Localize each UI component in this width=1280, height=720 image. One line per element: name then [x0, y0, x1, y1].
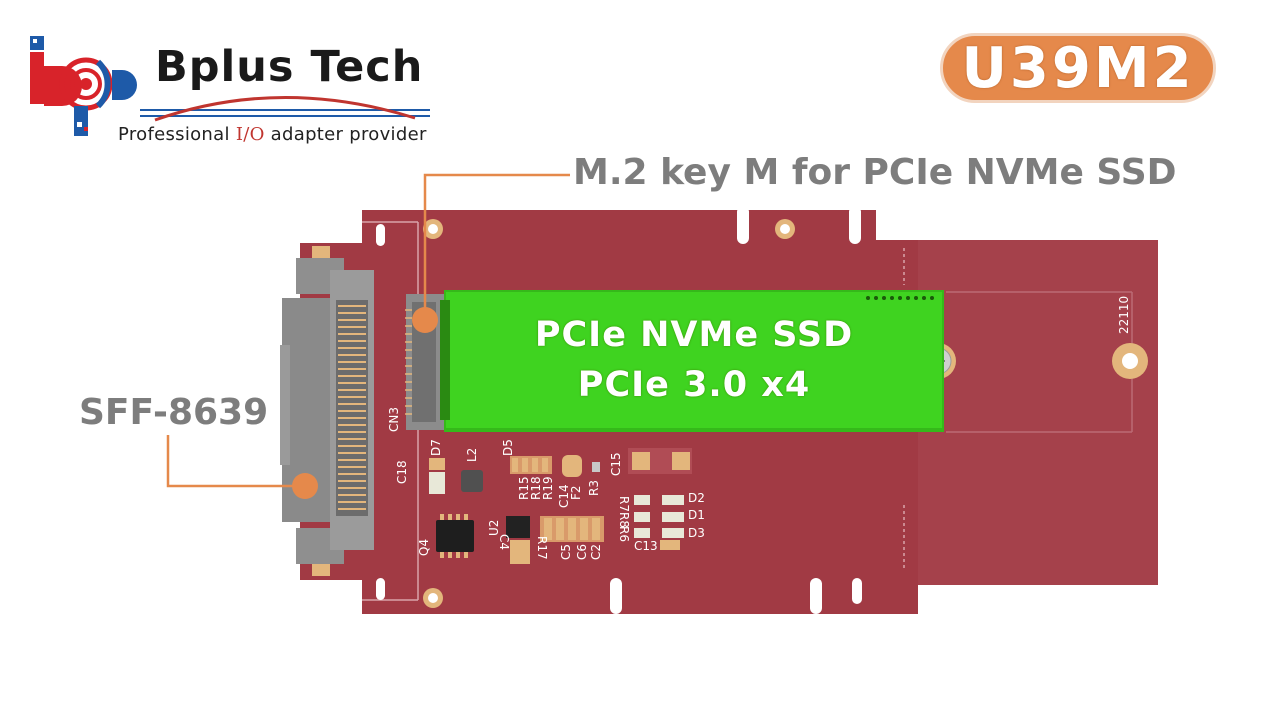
silk-r6: R6 — [617, 526, 631, 542]
callout-dot-sff — [292, 473, 318, 499]
callout-m2-label: M.2 key M for PCIe NVMe SSD — [573, 152, 1177, 193]
model-badge: U39M2 — [940, 33, 1216, 103]
silk-c6: C6 — [575, 543, 589, 560]
silk-r17: R17 — [535, 536, 549, 560]
leader-lines — [166, 173, 570, 488]
silk-f2: F2 — [569, 485, 583, 500]
tagline-post: adapter provider — [264, 124, 427, 145]
silk-d7: D7 — [429, 439, 443, 456]
silk-d3: D3 — [688, 526, 705, 540]
silk-c5: C5 — [559, 543, 573, 560]
silk-cn3: CN3 — [387, 407, 401, 432]
ssd-label: PCIe NVMe SSD PCIe 3.0 x4 — [448, 310, 940, 410]
brand-tagline: Professional I/O adapter provider — [118, 124, 427, 145]
silk-c4: C4 — [497, 534, 511, 551]
silk-c2: C2 — [589, 543, 603, 560]
bplus-logo-icon — [30, 36, 137, 136]
callout-dot-m2 — [412, 307, 438, 333]
silk-c18: C18 — [395, 460, 409, 484]
model-number: U39M2 — [961, 35, 1195, 101]
ssd-label-line2: PCIe 3.0 x4 — [577, 365, 811, 405]
silk-r19: R19 — [541, 476, 555, 500]
silk-r7: R7 — [617, 496, 631, 512]
silk-c13: C13 — [634, 539, 658, 553]
silk-c15: C15 — [609, 452, 623, 476]
brand-name: Bplus Tech — [155, 42, 424, 92]
silk-l2: L2 — [465, 447, 479, 462]
logo-swoosh — [140, 96, 430, 122]
nvme-ssd — [440, 290, 944, 432]
ssd-label-line1: PCIe NVMe SSD — [534, 315, 854, 355]
tagline-io: I/O — [235, 124, 265, 145]
callout-sff-label: SFF-8639 — [79, 392, 269, 433]
silk-r3: R3 — [587, 480, 601, 496]
silk-d2: D2 — [688, 491, 705, 505]
silk-d5: D5 — [501, 439, 515, 456]
silk-size-22110: 22110 — [1117, 295, 1131, 334]
smd-components — [429, 448, 692, 564]
tagline-pre: Professional — [118, 124, 236, 145]
silk-q4: Q4 — [417, 538, 431, 556]
silk-d1: D1 — [688, 508, 705, 522]
